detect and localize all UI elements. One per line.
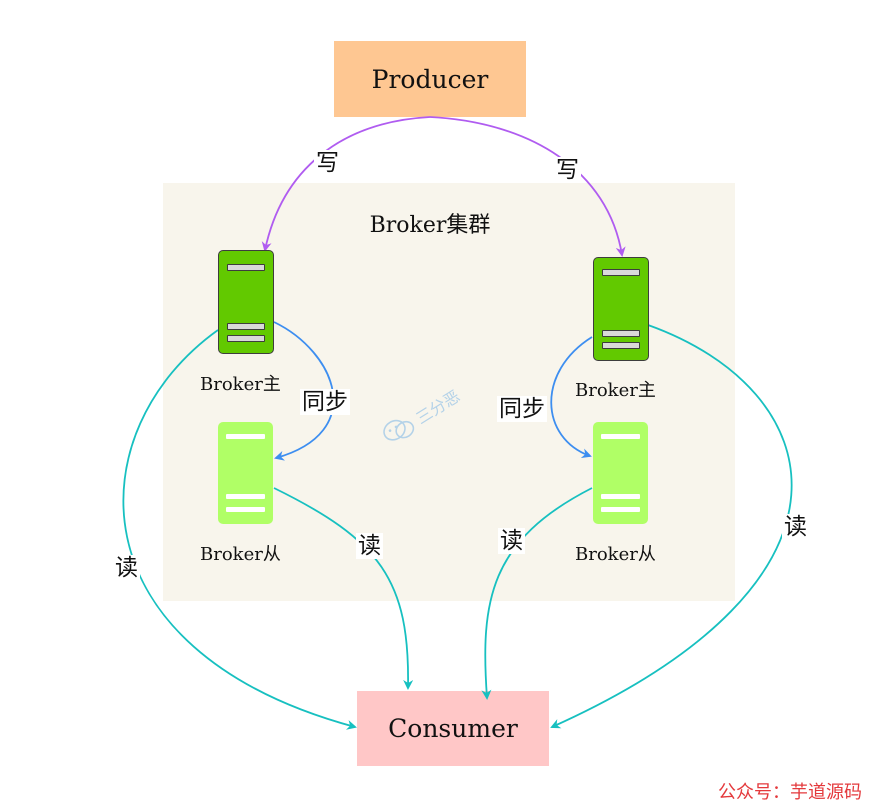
edge-label-read-right-master: 读 bbox=[782, 514, 809, 540]
broker-master-right bbox=[593, 257, 649, 361]
edge-read-left-master bbox=[122, 329, 357, 730]
broker-label-slave-left: Broker从 bbox=[200, 544, 281, 565]
producer-node: Producer bbox=[334, 41, 526, 117]
edge-label-read-right-slave: 读 bbox=[498, 528, 525, 554]
server-slot bbox=[226, 434, 265, 439]
edge-write-right bbox=[429, 116, 626, 257]
server-slot bbox=[227, 264, 265, 271]
edge-write-left bbox=[261, 116, 431, 252]
edge-read-right-slave bbox=[481, 487, 593, 700]
server-slot bbox=[226, 507, 265, 512]
server-slot bbox=[226, 494, 265, 499]
broker-slave-left bbox=[218, 422, 273, 524]
server-slot bbox=[601, 434, 640, 439]
edge-label-read-left-slave: 读 bbox=[356, 533, 383, 559]
consumer-label: Consumer bbox=[388, 714, 518, 743]
watermark-logo: 三分恶 bbox=[377, 381, 465, 450]
broker-slave-right bbox=[593, 422, 648, 524]
server-slot bbox=[601, 494, 640, 499]
edge-label-sync-left: 同步 bbox=[300, 389, 350, 415]
broker-label-master-left: Broker主 bbox=[200, 374, 281, 395]
edge-label-write-right: 写 bbox=[554, 157, 581, 183]
consumer-node: Consumer bbox=[357, 691, 549, 766]
edge-read-right-master bbox=[550, 324, 793, 729]
cluster-title: Broker集群 bbox=[369, 213, 491, 238]
wechat-icon bbox=[383, 419, 415, 441]
producer-label: Producer bbox=[371, 64, 489, 94]
edge-label-write-left: 写 bbox=[314, 150, 341, 176]
server-slot bbox=[602, 330, 640, 337]
server-slot bbox=[227, 323, 265, 330]
broker-label-slave-right: Broker从 bbox=[575, 544, 656, 565]
footer-watermark: 公众号：芋道源码 bbox=[718, 782, 862, 803]
edge-label-sync-right: 同步 bbox=[497, 396, 547, 422]
edge-sync-right bbox=[550, 336, 593, 458]
server-slot bbox=[601, 507, 640, 512]
server-slot bbox=[602, 269, 640, 276]
server-slot bbox=[602, 342, 640, 349]
broker-master-left bbox=[218, 250, 274, 354]
server-slot bbox=[227, 335, 265, 342]
edge-read-left-slave bbox=[273, 487, 414, 690]
broker-label-master-right: Broker主 bbox=[575, 380, 656, 401]
edge-label-read-left-master: 读 bbox=[113, 555, 140, 581]
